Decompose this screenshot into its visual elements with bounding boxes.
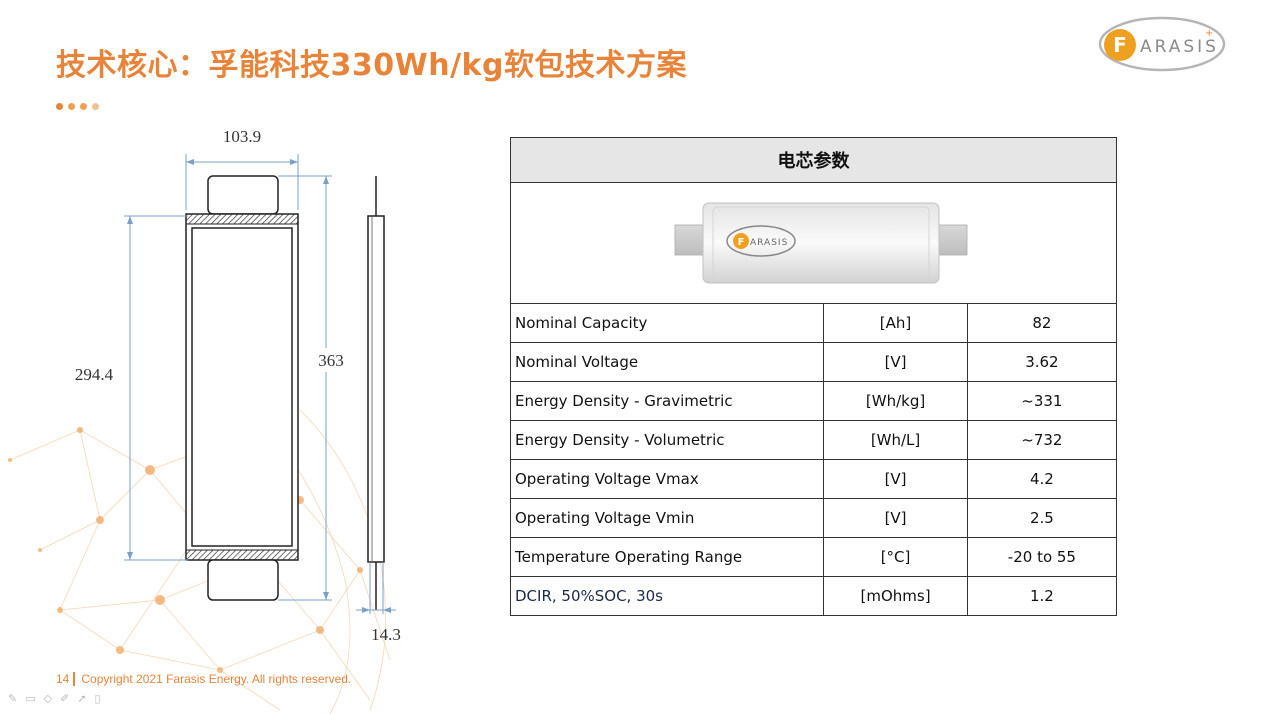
height-dimension-label: 294.4 (75, 365, 114, 384)
param-unit: [V] (823, 342, 968, 382)
param-unit: [°C] (823, 537, 968, 577)
param-value: 3.62 (966, 342, 1118, 382)
title-decoration-dots (56, 103, 99, 110)
param-value: 82 (966, 303, 1118, 343)
cell-image-row: F ARASIS (510, 182, 1117, 304)
pen-icon[interactable]: ✎ (8, 692, 18, 705)
logo-plus: + (1205, 28, 1213, 39)
subtitle-icon[interactable]: ▭ (25, 692, 36, 705)
battery-icon[interactable]: ▯ (94, 692, 101, 705)
highlighter-icon[interactable]: ✐ (60, 692, 70, 705)
thickness-dimension-label: 14.3 (371, 625, 401, 644)
param-name: Operating Voltage Vmin (509, 498, 825, 538)
logo-text: ARASIS (1140, 37, 1219, 57)
param-value: 1.2 (966, 576, 1118, 616)
param-value: ~732 (966, 420, 1118, 460)
param-name: Operating Voltage Vmax (509, 459, 825, 499)
cell-logo-letter: F (738, 237, 745, 248)
width-dimension-label: 103.9 (223, 127, 261, 146)
param-value: 4.2 (966, 459, 1118, 499)
table-row: Energy Density - Gravimetric [Wh/kg] ~33… (509, 381, 1118, 421)
param-unit: [V] (823, 498, 968, 538)
logo-letter: F (1113, 33, 1127, 57)
param-name: Nominal Capacity (509, 303, 825, 343)
farasis-logo: F ARASIS + (1098, 16, 1226, 72)
param-unit: [mOhms] (823, 576, 968, 616)
param-unit: [Wh/L] (823, 420, 968, 460)
param-value: -20 to 55 (966, 537, 1118, 577)
table-row: Energy Density - Volumetric [Wh/L] ~732 (509, 420, 1118, 460)
table-row: Operating Voltage Vmax [V] 4.2 (509, 459, 1118, 499)
param-name: Energy Density - Gravimetric (509, 381, 825, 421)
param-name: Nominal Voltage (509, 342, 825, 382)
param-name: DCIR, 50%SOC, 30s (509, 576, 825, 616)
dot (68, 103, 75, 110)
pouch-cell-image: F ARASIS (674, 202, 968, 284)
page-title: 技术核心：孚能科技330Wh/kg软包技术方案 (56, 48, 687, 83)
eraser-icon[interactable]: ◇ (43, 692, 53, 705)
param-name: Energy Density - Volumetric (509, 420, 825, 460)
table-row: Temperature Operating Range [°C] -20 to … (509, 537, 1118, 577)
cell-dimension-drawing: 103.9 294.4 363 14.3 (68, 127, 401, 644)
param-unit: [Ah] (823, 303, 968, 343)
param-unit: [Wh/kg] (823, 381, 968, 421)
dot (92, 103, 99, 110)
param-value: ~331 (966, 381, 1118, 421)
total-height-dimension-label: 363 (318, 351, 344, 370)
dot (56, 103, 63, 110)
pointer-icon[interactable]: ➚ (77, 692, 87, 705)
table-row: Nominal Voltage [V] 3.62 (509, 342, 1118, 382)
cell-logo-text: ARASIS (750, 238, 788, 248)
table-row: DCIR, 50%SOC, 30s [mOhms] 1.2 (509, 576, 1118, 616)
param-name: Temperature Operating Range (509, 537, 825, 577)
param-value: 2.5 (966, 498, 1118, 538)
table-header: 电芯参数 (510, 137, 1117, 183)
param-unit: [V] (823, 459, 968, 499)
dot (80, 103, 87, 110)
footer: 14 Copyright 2021 Farasis Energy. All rig… (56, 672, 351, 686)
table-row: Operating Voltage Vmin [V] 2.5 (509, 498, 1118, 538)
page-number: 14 (56, 672, 76, 686)
copyright-text: Copyright 2021 Farasis Energy. All right… (81, 672, 352, 686)
table-row: Nominal Capacity [Ah] 82 (509, 303, 1118, 343)
cell-parameters-table: 电芯参数 (509, 137, 1118, 616)
slideshow-toolbar: ✎ ▭ ◇ ✐ ➚ ▯ (8, 692, 101, 705)
